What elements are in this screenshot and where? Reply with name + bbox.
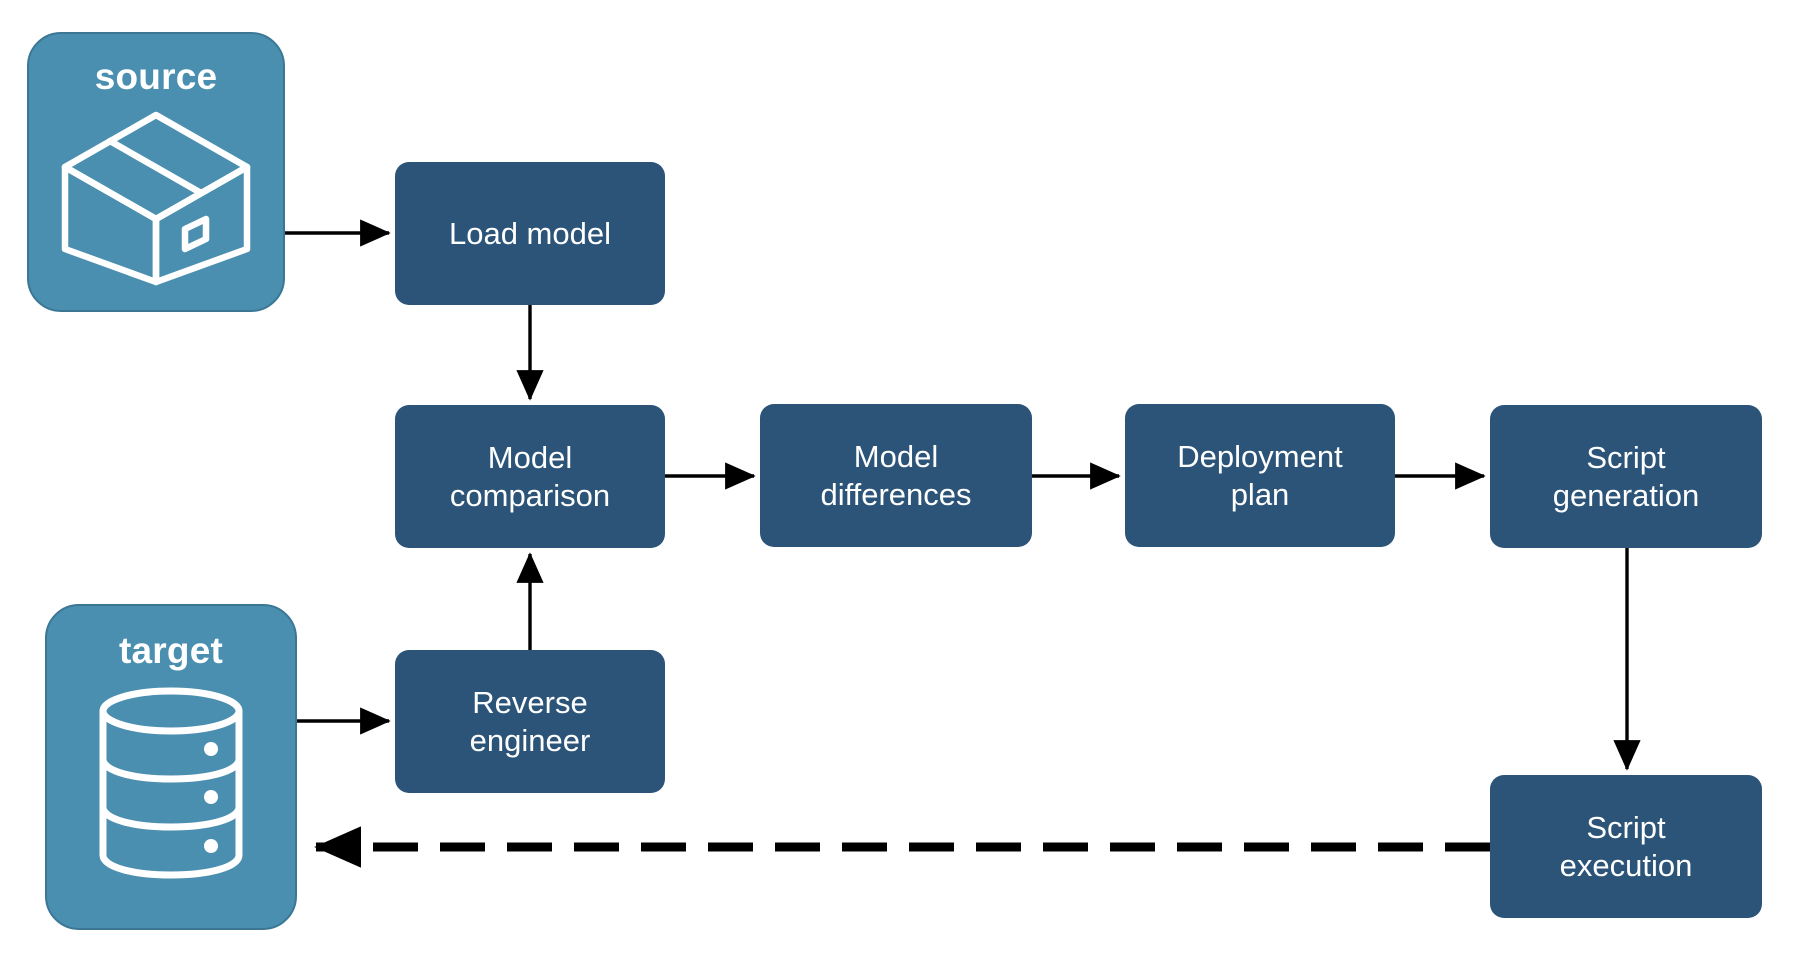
process-reverse-engineer-label: Reverse engineer xyxy=(469,684,591,758)
process-load-model-label: Load model xyxy=(448,215,611,251)
package-box-icon xyxy=(59,109,253,292)
database-cylinder-icon xyxy=(95,687,247,884)
process-model-differences-label: Model differences xyxy=(820,438,972,512)
process-model-differences[interactable]: Model differences xyxy=(760,404,1032,547)
process-script-execution-label: Script execution xyxy=(1559,809,1693,883)
process-deployment-plan-label: Deployment plan xyxy=(1177,438,1343,512)
endpoint-source-label: source xyxy=(94,56,218,97)
process-model-comparison[interactable]: Model comparison xyxy=(395,405,665,548)
process-deployment-plan[interactable]: Deployment plan xyxy=(1125,404,1395,547)
process-script-execution[interactable]: Script execution xyxy=(1490,775,1762,918)
process-load-model[interactable]: Load model xyxy=(395,162,665,305)
process-script-generation[interactable]: Script generation xyxy=(1490,405,1762,548)
process-reverse-engineer[interactable]: Reverse engineer xyxy=(395,650,665,793)
endpoint-target-label: target xyxy=(119,630,223,671)
endpoint-source[interactable]: source xyxy=(27,32,285,312)
endpoint-target[interactable]: target xyxy=(45,604,297,930)
process-script-generation-label: Script generation xyxy=(1552,439,1700,513)
process-model-comparison-label: Model comparison xyxy=(449,439,611,513)
